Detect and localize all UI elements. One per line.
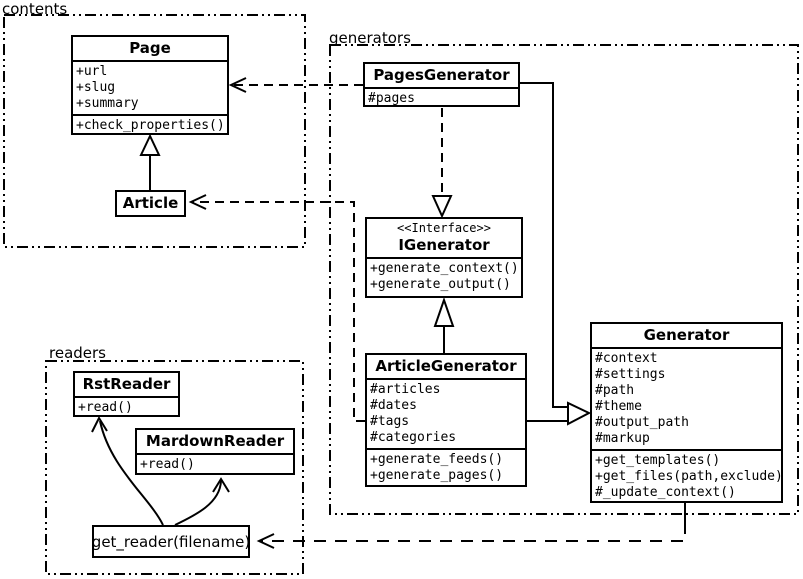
package-label-readers: readers xyxy=(49,344,106,362)
attribute: +slug xyxy=(76,80,116,95)
class-title-generator: Generator xyxy=(592,324,781,349)
class-name-igenerator: IGenerator xyxy=(398,236,490,254)
class-title-pagesgenerator: PagesGenerator xyxy=(365,64,518,89)
class-attributes-articlegenerator: #articles #dates #tags #categories xyxy=(367,380,525,450)
class-title-mardownreader: MardownReader xyxy=(137,430,293,455)
dependency-articlegenerator-to-article xyxy=(188,194,365,422)
attribute: #dates xyxy=(370,398,417,413)
package-border-readers xyxy=(45,360,304,575)
dependency-pagesgenerator-to-page xyxy=(228,77,363,93)
method: +generate_pages() xyxy=(370,468,504,483)
class-box-igenerator: <<Interface>> IGenerator +generate_conte… xyxy=(365,217,523,298)
class-box-articlegenerator: ArticleGenerator #articles #dates #tags … xyxy=(365,353,527,487)
class-box-page: Page +url +slug +summary +check_properti… xyxy=(71,35,229,135)
attribute: #articles xyxy=(370,382,441,397)
inheritance-article-to-page xyxy=(139,133,161,190)
generalization-to-generator xyxy=(520,82,592,426)
attribute: #path xyxy=(595,383,635,398)
attribute: #context xyxy=(595,351,658,366)
class-box-mardownreader: MardownReader +read() xyxy=(135,428,295,475)
attribute: #output_path xyxy=(595,415,689,430)
package-border-generators xyxy=(329,44,799,515)
class-methods-rstreader: +read() xyxy=(75,398,178,418)
method: +generate_feeds() xyxy=(370,452,504,467)
class-attributes-generator: #context #settings #path #theme #output_… xyxy=(592,349,781,451)
method: +read() xyxy=(140,457,195,472)
attribute: #markup xyxy=(595,431,650,446)
attribute: #settings xyxy=(595,367,666,382)
class-title-page: Page xyxy=(73,37,227,62)
class-title-article: Article xyxy=(122,194,179,212)
method: +check_properties() xyxy=(76,118,225,133)
package-label-contents: contents xyxy=(2,0,68,18)
attribute: #pages xyxy=(368,91,415,106)
class-methods-mardownreader: +read() xyxy=(137,455,293,475)
class-title-rstreader: RstReader xyxy=(75,373,178,398)
method: +generate_context() xyxy=(370,261,519,276)
package-label-generators: generators xyxy=(329,29,411,47)
class-methods-page: +check_properties() xyxy=(73,116,227,136)
attribute: +url xyxy=(76,64,108,79)
class-title-articlegenerator: ArticleGenerator xyxy=(367,355,525,380)
attribute: #categories xyxy=(370,430,457,445)
class-box-generator: Generator #context #settings #path #them… xyxy=(590,322,783,503)
class-box-article: Article xyxy=(115,190,186,217)
class-methods-generator: +get_templates() +get_files(path,exclude… xyxy=(592,451,781,503)
function-box-get-reader: get_reader(filename) xyxy=(92,525,250,558)
arrow-getreader-to-rstreader xyxy=(91,415,164,526)
method: +get_files(path,exclude) xyxy=(595,469,781,484)
method: +read() xyxy=(78,400,133,415)
realization-pagesgenerator-to-igenerator xyxy=(431,108,453,219)
class-methods-igenerator: +generate_context() +generate_output() xyxy=(367,259,521,295)
package-border-contents xyxy=(3,14,306,248)
attribute: +summary xyxy=(76,96,139,111)
class-attributes-page: +url +slug +summary xyxy=(73,62,227,116)
method: +get_templates() xyxy=(595,453,721,468)
attribute: #tags xyxy=(370,414,410,429)
method: #_update_context() xyxy=(595,485,736,500)
attribute: #theme xyxy=(595,399,642,414)
class-box-pagesgenerator: PagesGenerator #pages xyxy=(363,62,520,107)
class-box-rstreader: RstReader +read() xyxy=(73,371,180,417)
generalization-articlegenerator-to-igenerator xyxy=(433,296,455,353)
method: +generate_output() xyxy=(370,277,511,292)
function-label: get_reader(filename) xyxy=(91,532,251,551)
dependency-generator-to-getreader xyxy=(256,503,686,549)
class-title-igenerator: <<Interface>> IGenerator xyxy=(367,219,521,259)
class-stereotype-igenerator: <<Interface>> xyxy=(397,221,491,235)
class-methods-articlegenerator: +generate_feeds() +generate_pages() xyxy=(367,450,525,486)
arrow-getreader-to-mardownreader xyxy=(174,477,230,526)
class-attributes-pagesgenerator: #pages xyxy=(365,89,518,109)
